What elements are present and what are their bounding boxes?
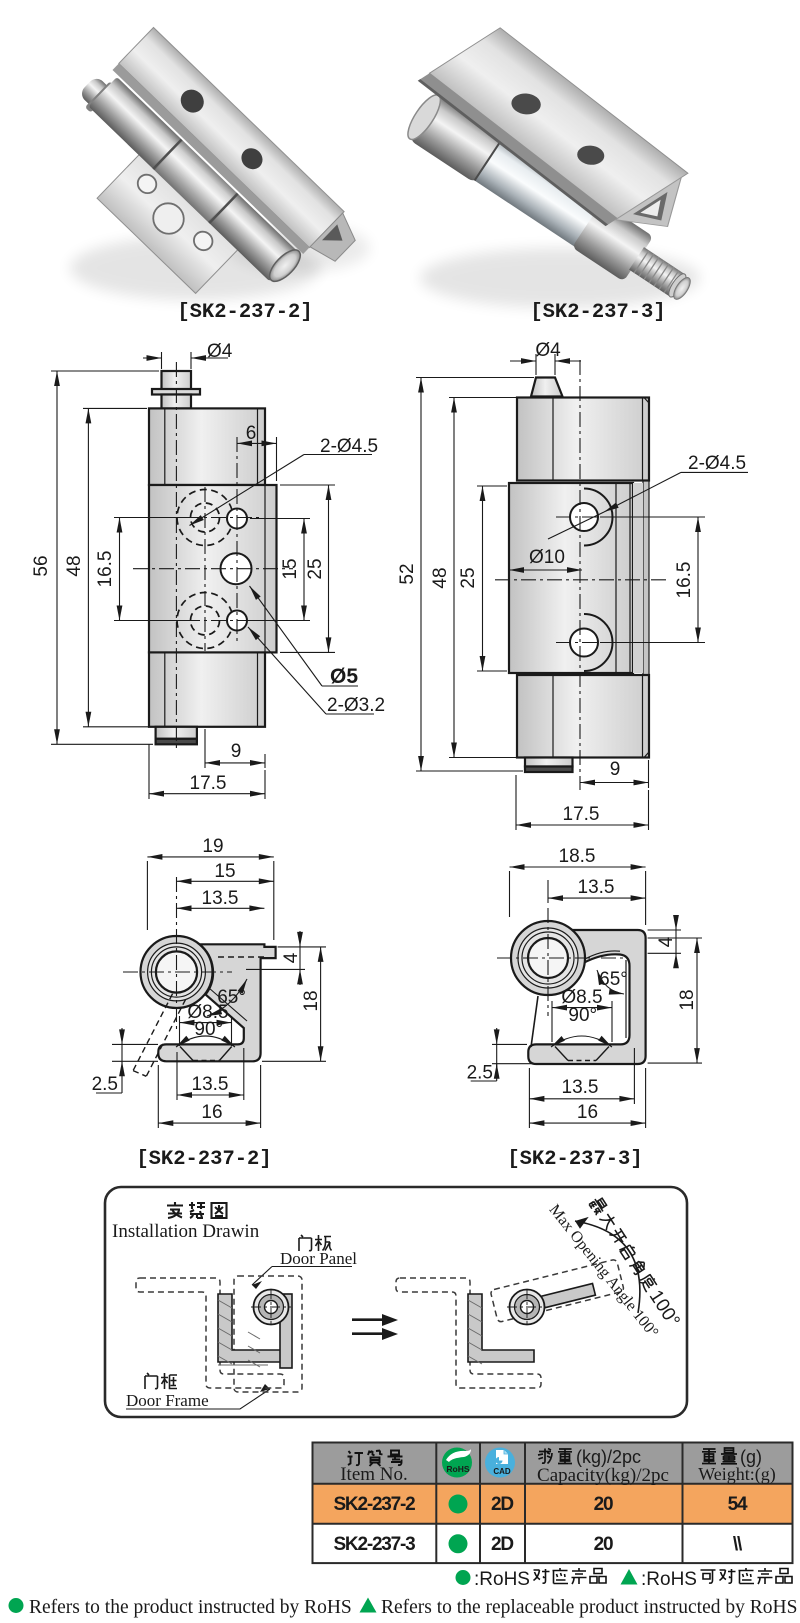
svg-text:Ø10: Ø10	[529, 547, 565, 568]
svg-text:20: 20	[594, 1534, 613, 1555]
svg-text:SK2-237-3: SK2-237-3	[333, 1534, 415, 1555]
svg-text:56: 56	[31, 555, 52, 576]
svg-text:9: 9	[231, 741, 242, 762]
svg-text:9: 9	[610, 759, 621, 780]
svg-text:4: 4	[656, 936, 677, 947]
svg-text:Door Frame: Door Frame	[126, 1391, 209, 1410]
svg-text:2D: 2D	[491, 1494, 513, 1515]
svg-text:6: 6	[246, 423, 257, 444]
svg-text:2.5: 2.5	[467, 1063, 493, 1084]
svg-text:17.5: 17.5	[563, 804, 600, 825]
svg-text:CAD: CAD	[493, 1467, 511, 1476]
svg-text:16: 16	[201, 1102, 222, 1123]
svg-text:[SK2-237-3]: [SK2-237-3]	[507, 1148, 642, 1171]
svg-text:[SK2-237-2]: [SK2-237-2]	[177, 301, 312, 324]
svg-text:13.5: 13.5	[192, 1074, 229, 1095]
svg-text:Capacity(kg)/2pc: Capacity(kg)/2pc	[537, 1465, 669, 1486]
svg-text:18: 18	[677, 989, 698, 1010]
svg-text:16.5: 16.5	[95, 551, 116, 588]
svg-text:48: 48	[430, 567, 451, 588]
svg-text:[SK2-237-3]: [SK2-237-3]	[530, 301, 665, 324]
svg-text:Ø8.5: Ø8.5	[187, 1002, 228, 1023]
svg-text:19: 19	[202, 836, 223, 857]
svg-text::RoHS: :RoHS	[641, 1569, 697, 1590]
svg-text:25: 25	[305, 558, 326, 579]
svg-text:13.5: 13.5	[562, 1077, 599, 1098]
svg-text:16: 16	[577, 1102, 598, 1123]
svg-text:13.5: 13.5	[202, 888, 239, 909]
svg-text:Weight:(g): Weight:(g)	[698, 1464, 776, 1485]
svg-text:Ø4: Ø4	[535, 340, 561, 361]
svg-text:52: 52	[397, 563, 418, 584]
svg-text:Refers to the replaceable prod: Refers to the replaceable product instru…	[381, 1597, 797, 1618]
svg-text:20: 20	[594, 1494, 613, 1515]
svg-text:16.5: 16.5	[674, 562, 695, 599]
svg-text:90°: 90°	[194, 1019, 223, 1040]
svg-text:Ø4: Ø4	[207, 341, 233, 362]
svg-text:Item No.: Item No.	[340, 1464, 408, 1485]
svg-text:Door Panel: Door Panel	[280, 1249, 357, 1268]
svg-text:(g): (g)	[740, 1447, 762, 1467]
svg-text:15: 15	[214, 861, 235, 882]
svg-text:15: 15	[280, 558, 301, 579]
svg-text:65°: 65°	[217, 987, 246, 1008]
svg-text:2D: 2D	[491, 1534, 513, 1555]
svg-text:[SK2-237-2]: [SK2-237-2]	[136, 1148, 271, 1171]
svg-text:17.5: 17.5	[190, 773, 227, 794]
svg-text:54: 54	[728, 1494, 748, 1515]
svg-text:Installation Drawin: Installation Drawin	[112, 1221, 260, 1242]
svg-text:2-Ø4.5: 2-Ø4.5	[688, 453, 746, 474]
svg-text:25: 25	[458, 567, 479, 588]
svg-text:Ø8.5: Ø8.5	[561, 987, 602, 1008]
svg-text:(kg)/2pc: (kg)/2pc	[576, 1447, 641, 1467]
svg-text:90°: 90°	[568, 1005, 597, 1026]
svg-text:RoHS: RoHS	[446, 1464, 469, 1474]
svg-text:18.5: 18.5	[559, 846, 596, 867]
svg-text:2-Ø3.2: 2-Ø3.2	[327, 695, 385, 716]
svg-text:2-Ø4.5: 2-Ø4.5	[320, 436, 378, 457]
svg-text::RoHS: :RoHS	[474, 1569, 530, 1590]
svg-text:13.5: 13.5	[578, 877, 615, 898]
svg-text:SK2-237-2: SK2-237-2	[333, 1494, 415, 1515]
svg-text:Refers to the product instruct: Refers to the product instructed by RoHS	[29, 1597, 352, 1618]
svg-text:65°: 65°	[599, 969, 628, 990]
svg-text:48: 48	[64, 555, 85, 576]
svg-text:18: 18	[301, 990, 322, 1011]
svg-text:Ø5: Ø5	[330, 665, 358, 688]
svg-text:2.5: 2.5	[92, 1074, 118, 1095]
svg-text:4: 4	[281, 952, 302, 963]
svg-text:\\: \\	[733, 1534, 743, 1555]
